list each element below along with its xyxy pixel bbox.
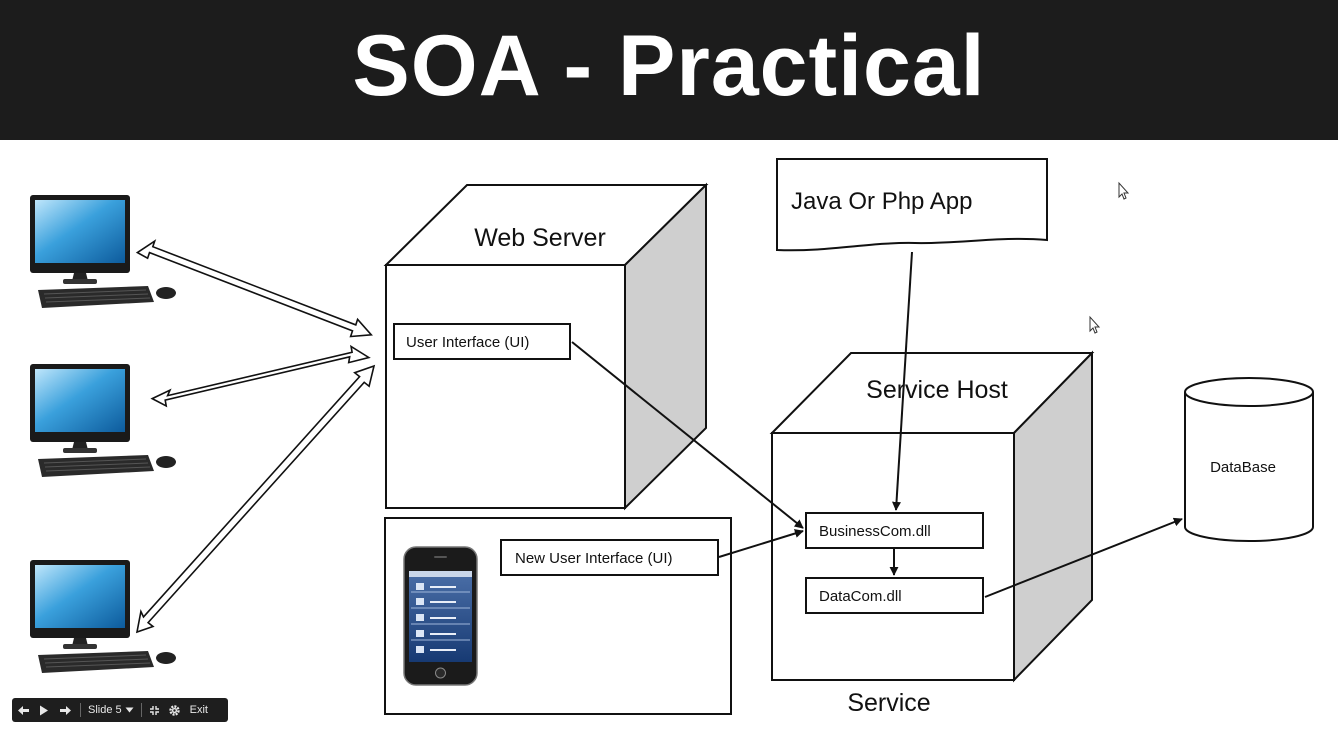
cursor-icon bbox=[1118, 181, 1130, 200]
ui-to-business-arrow bbox=[571, 341, 804, 529]
client-link-3 bbox=[135, 364, 376, 634]
exit-button[interactable]: Exit bbox=[189, 704, 208, 716]
cursor-icon bbox=[1089, 315, 1101, 334]
client-computer-2 bbox=[29, 363, 177, 478]
database: DataBase bbox=[1184, 377, 1314, 542]
next-arrow-icon bbox=[59, 705, 71, 715]
new-ui-to-business-arrow bbox=[718, 529, 804, 558]
business-com-label: BusinessCom.dll bbox=[819, 523, 931, 540]
slide-player-controls: Slide 5 Exit bbox=[12, 698, 228, 722]
web-server: Web Server User Interface (UI) bbox=[383, 182, 709, 511]
service-host-label: Service Host bbox=[866, 376, 1008, 404]
slide-selector[interactable]: Slide 5 bbox=[85, 698, 137, 722]
prev-arrow-icon bbox=[17, 705, 29, 715]
service-host: Service Host BusinessCom.dll DataCom.dll… bbox=[769, 350, 1095, 717]
chevron-down-icon bbox=[125, 707, 134, 713]
fullscreen-icon bbox=[150, 705, 160, 715]
mobile-panel: New User Interface (UI) bbox=[384, 517, 732, 715]
user-interface-box bbox=[393, 323, 571, 360]
divider bbox=[140, 703, 142, 717]
java-php-app-note: Java Or Php App bbox=[776, 158, 1048, 252]
new-user-interface-box bbox=[500, 539, 719, 576]
web-server-label: Web Server bbox=[474, 224, 606, 252]
title-bar: SOA - Practical bbox=[0, 0, 1338, 140]
business-com-box bbox=[805, 512, 984, 549]
connector-arrows bbox=[571, 251, 1183, 598]
data-to-database-arrow bbox=[984, 517, 1183, 598]
next-slide-button[interactable] bbox=[54, 698, 76, 722]
database-label: DataBase bbox=[1210, 459, 1276, 476]
new-user-interface-label: New User Interface (UI) bbox=[515, 550, 673, 567]
settings-button[interactable] bbox=[164, 698, 186, 722]
data-com-box bbox=[805, 577, 984, 614]
data-com-label: DataCom.dll bbox=[819, 588, 902, 605]
slide-title: SOA - Practical bbox=[352, 18, 986, 114]
prev-slide-button[interactable] bbox=[12, 698, 34, 722]
slide-number-label: Slide 5 bbox=[88, 704, 122, 716]
smartphone-icon bbox=[403, 546, 478, 686]
play-icon bbox=[40, 705, 48, 715]
java-php-app-label: Java Or Php App bbox=[791, 188, 972, 215]
service-caption: Service bbox=[847, 689, 930, 717]
divider bbox=[80, 703, 81, 717]
fullscreen-button[interactable] bbox=[146, 698, 164, 722]
client-link-2 bbox=[150, 344, 371, 408]
app-to-business-arrow bbox=[892, 251, 913, 511]
client-link-1 bbox=[135, 239, 373, 338]
user-interface-label: User Interface (UI) bbox=[406, 334, 529, 351]
computer-icon bbox=[29, 363, 177, 478]
gear-icon bbox=[169, 704, 180, 716]
play-button[interactable] bbox=[34, 698, 54, 722]
